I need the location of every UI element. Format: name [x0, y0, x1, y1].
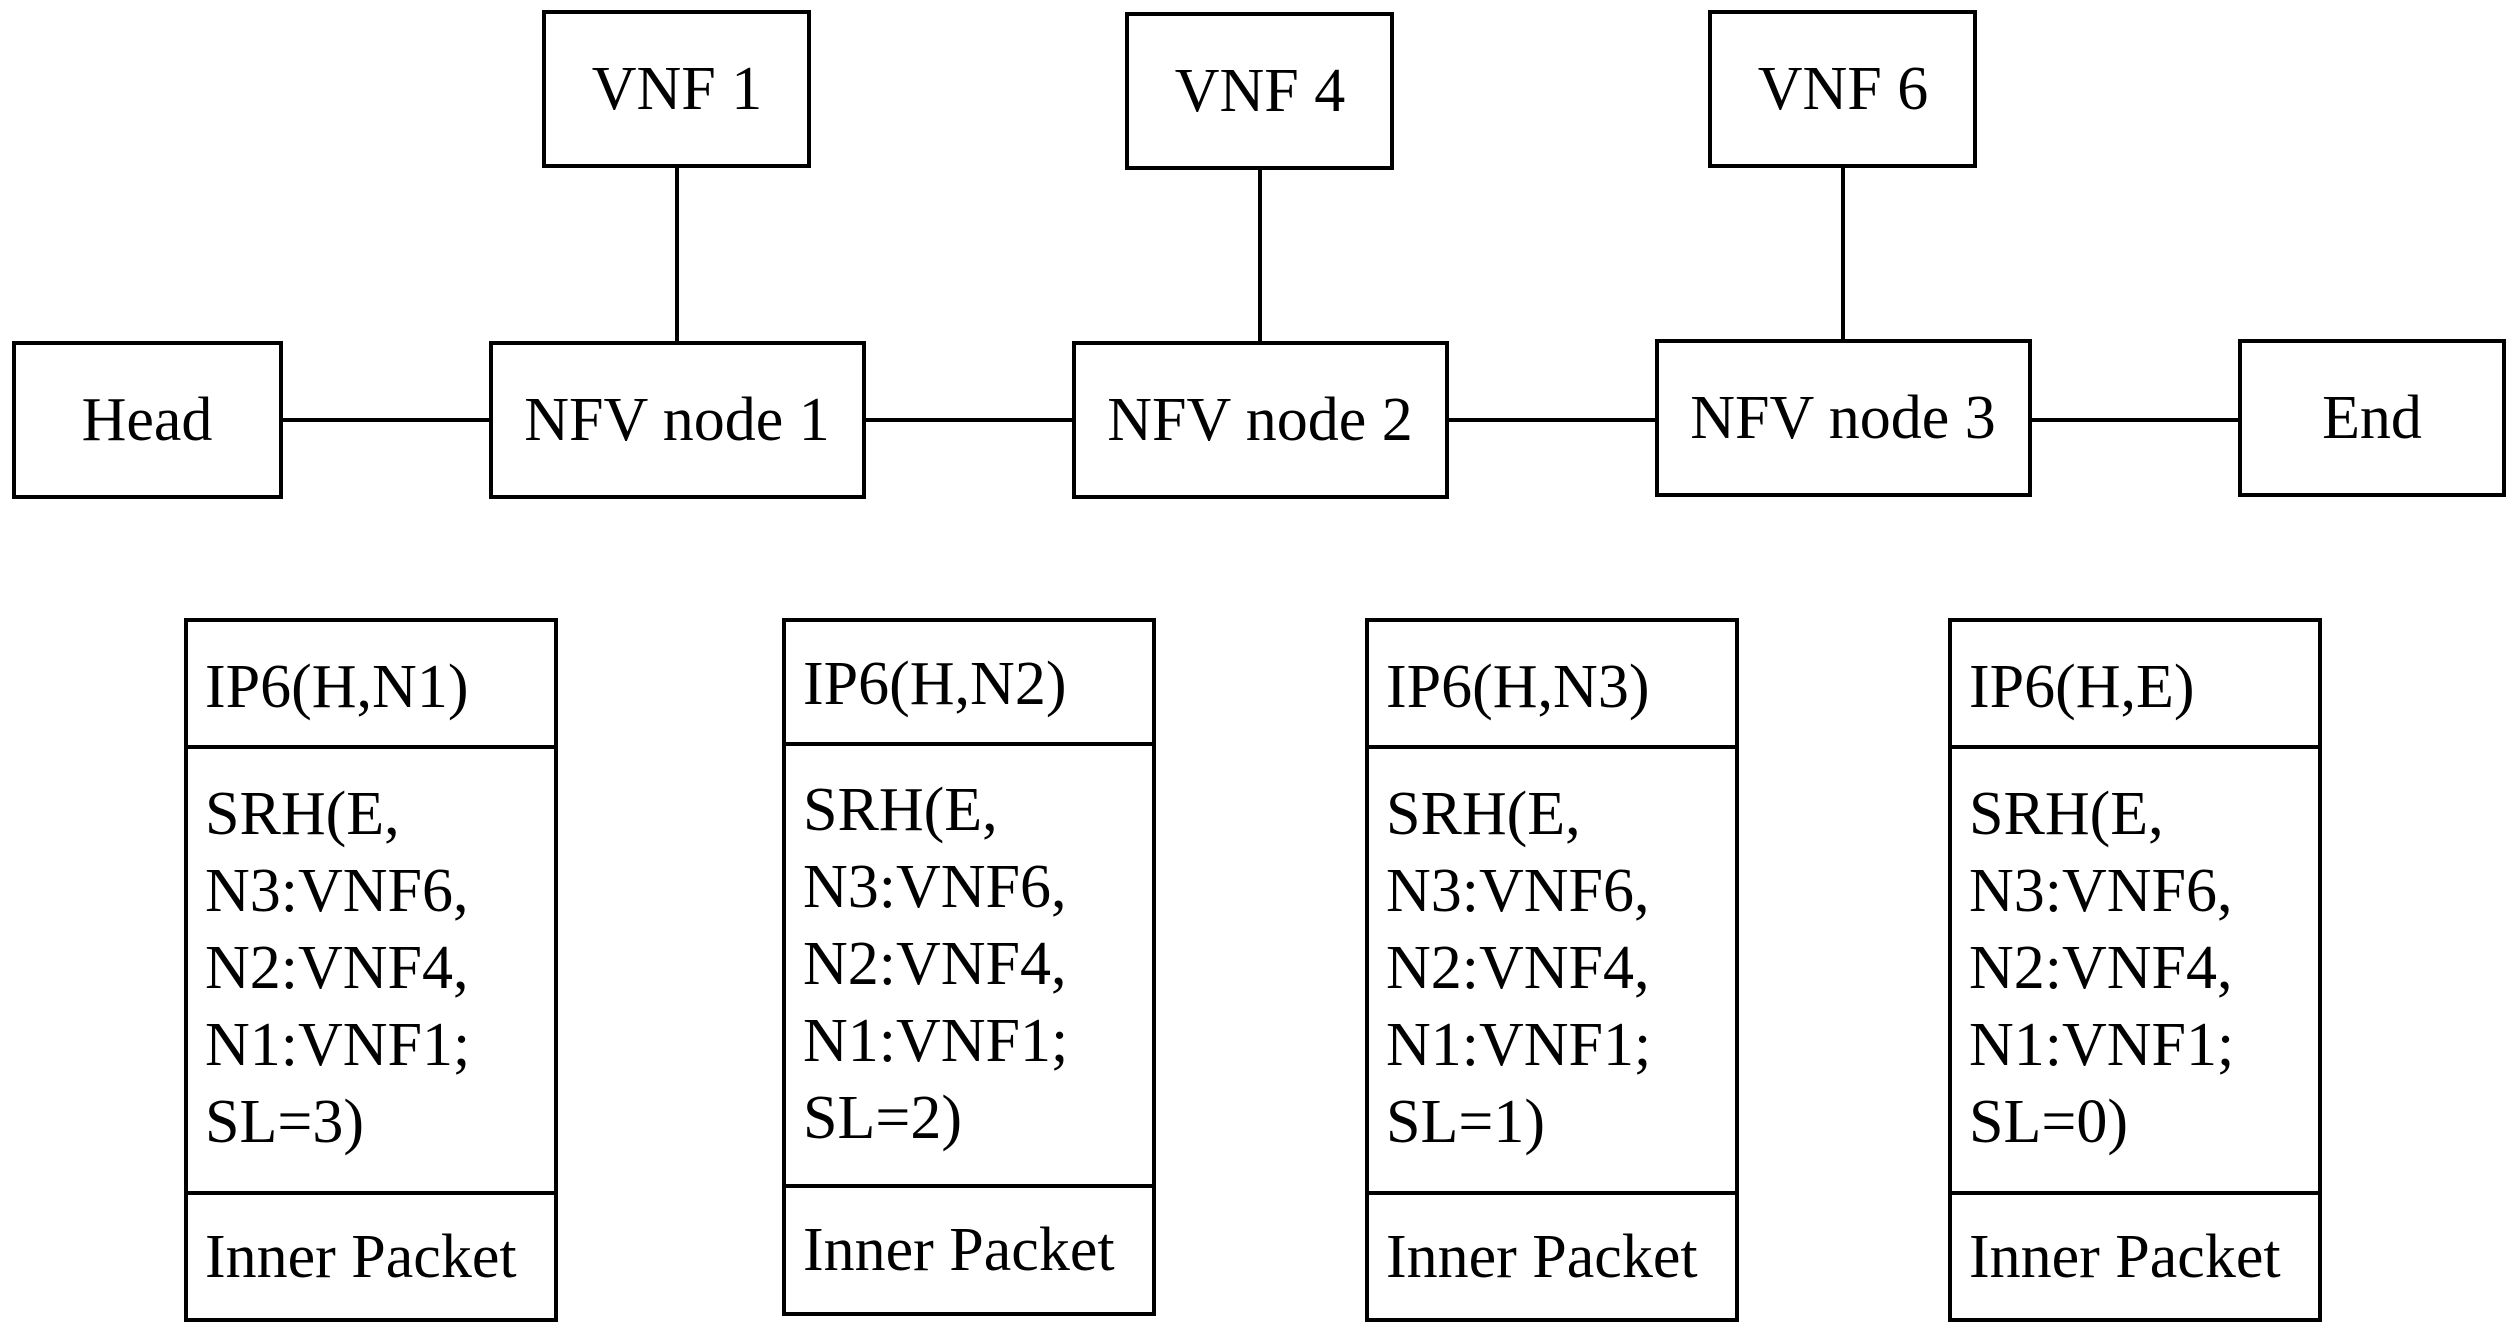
packet-srh-line: N1:VNF1;	[205, 1011, 470, 1079]
node-nfv1: NFV node 1	[489, 341, 866, 499]
packet-stack-1: IP6(H,N1) SRH(E, N3:VNF6, N2:VNF4, N1:VN…	[184, 618, 558, 1322]
node-head-label: Head	[82, 386, 213, 454]
packet-ip6-header: IP6(H,N1)	[205, 653, 468, 721]
node-nfv2: NFV node 2	[1072, 341, 1449, 499]
node-vnf1-label: VNF 1	[592, 55, 763, 123]
packet-stack-3: IP6(H,N3) SRH(E, N3:VNF6, N2:VNF4, N1:VN…	[1365, 618, 1739, 1322]
node-nfv3: NFV node 3	[1655, 339, 2032, 497]
packet-inner: Inner Packet	[205, 1223, 517, 1291]
packet-srh-line: SRH(E,	[205, 780, 400, 848]
packet-srh-line: SL=1)	[1386, 1088, 1545, 1156]
node-nfv3-label: NFV node 3	[1690, 384, 1995, 452]
packet-ip6-header: IP6(H,N2)	[803, 650, 1066, 718]
packet-srh-line: N3:VNF6,	[803, 853, 1067, 921]
node-nfv1-label: NFV node 1	[524, 386, 829, 454]
packet-srh-line: N2:VNF4,	[205, 934, 469, 1002]
packet-srh-line: N2:VNF4,	[1386, 934, 1650, 1002]
packet-srh-line: N3:VNF6,	[1969, 857, 2233, 925]
packet-srh-line: SL=2)	[803, 1084, 962, 1152]
packet-srh-line: N1:VNF1;	[1969, 1011, 2234, 1079]
packet-inner: Inner Packet	[803, 1216, 1115, 1284]
packet-ip6-header: IP6(H,N3)	[1386, 653, 1649, 721]
packet-srh-line: N3:VNF6,	[205, 857, 469, 925]
packet-srh-line: N1:VNF1;	[803, 1007, 1068, 1075]
node-nfv2-label: NFV node 2	[1107, 386, 1412, 454]
connectors	[281, 166, 2240, 422]
packet-srh-line: N2:VNF4,	[1969, 934, 2233, 1002]
node-head: Head	[12, 341, 283, 499]
packet-srh-line: N3:VNF6,	[1386, 857, 1650, 925]
packet-ip6-header: IP6(H,E)	[1969, 653, 2195, 721]
packet-inner: Inner Packet	[1969, 1223, 2281, 1291]
node-vnf6-label: VNF 6	[1758, 55, 1929, 123]
packet-inner: Inner Packet	[1386, 1223, 1698, 1291]
packet-srh-line: SRH(E,	[803, 776, 998, 844]
node-vnf4-label: VNF 4	[1175, 57, 1346, 125]
packet-srh-line: N2:VNF4,	[803, 930, 1067, 998]
node-vnf6: VNF 6	[1708, 10, 1977, 168]
packet-srh-line: SL=3)	[205, 1088, 364, 1156]
packet-stack-2: IP6(H,N2) SRH(E, N3:VNF6, N2:VNF4, N1:VN…	[782, 618, 1156, 1316]
node-end-label: End	[2322, 384, 2422, 452]
packet-srh-line: SRH(E,	[1386, 780, 1581, 848]
node-vnf4: VNF 4	[1125, 12, 1394, 170]
packet-srh-line: SRH(E,	[1969, 780, 2164, 848]
node-end: End	[2238, 339, 2506, 497]
packet-srh-line: N1:VNF1;	[1386, 1011, 1651, 1079]
packet-srh-line: SL=0)	[1969, 1088, 2128, 1156]
packet-stack-4: IP6(H,E) SRH(E, N3:VNF6, N2:VNF4, N1:VNF…	[1948, 618, 2322, 1322]
node-vnf1: VNF 1	[542, 10, 811, 168]
